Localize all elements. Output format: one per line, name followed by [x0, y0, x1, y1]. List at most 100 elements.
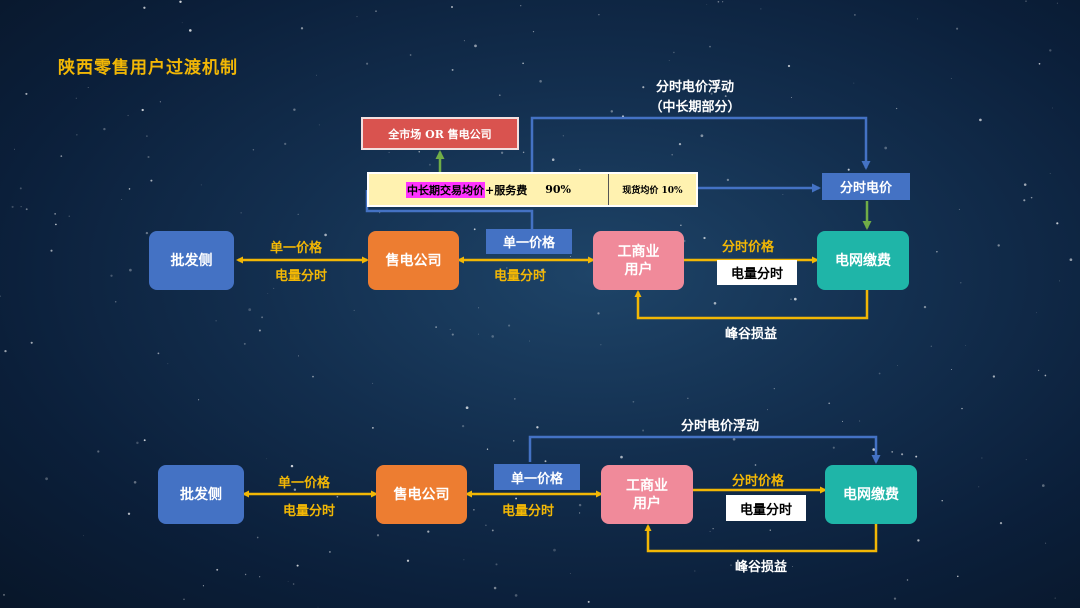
star — [1045, 542, 1047, 544]
star — [375, 10, 377, 12]
star — [1038, 62, 1041, 65]
star — [709, 530, 711, 532]
star — [917, 539, 920, 542]
star — [82, 535, 84, 537]
star — [551, 158, 555, 161]
star — [54, 213, 56, 215]
star — [598, 14, 600, 16]
star — [668, 60, 670, 61]
star — [136, 441, 139, 445]
star — [1069, 258, 1073, 262]
star — [724, 95, 727, 98]
star — [610, 110, 614, 113]
star — [544, 460, 547, 463]
star — [726, 178, 730, 182]
star — [30, 341, 33, 344]
star — [700, 134, 704, 138]
node-grid-bottom: 电网缴费 — [825, 465, 917, 524]
star — [473, 228, 476, 231]
star — [997, 244, 1000, 247]
star — [266, 458, 268, 460]
star — [240, 212, 242, 214]
star — [14, 148, 15, 150]
star — [1023, 183, 1027, 186]
star — [300, 27, 304, 30]
page-title: 陕西零售用户过渡机制 — [58, 58, 238, 78]
node-wholesale-bottom: 批发侧 — [158, 465, 244, 524]
star — [256, 536, 259, 539]
star — [847, 168, 850, 171]
star — [960, 282, 962, 284]
star — [923, 305, 927, 309]
star — [465, 406, 469, 410]
star — [0, 295, 1, 297]
star — [754, 464, 757, 466]
star — [782, 194, 784, 195]
star — [950, 369, 952, 370]
star — [915, 455, 918, 458]
star — [167, 363, 169, 365]
star — [252, 149, 255, 151]
star — [717, 0, 720, 3]
star — [388, 151, 390, 153]
bar-percent-text: 90% — [545, 183, 571, 196]
star — [891, 451, 894, 453]
star — [216, 568, 219, 571]
star — [1025, 0, 1027, 2]
float-connector-top — [530, 116, 871, 183]
star — [150, 179, 153, 182]
star — [792, 566, 793, 567]
tag-split-time-bottom: 电量分时 — [726, 495, 806, 521]
star — [713, 302, 717, 305]
star — [143, 6, 146, 9]
star — [491, 529, 494, 532]
star — [50, 249, 53, 252]
star — [315, 74, 317, 76]
star — [703, 236, 706, 240]
node-user-line2: 用户 — [624, 261, 653, 278]
star — [979, 118, 982, 122]
star — [992, 375, 996, 378]
star — [1030, 196, 1033, 199]
star — [917, 18, 918, 20]
star — [978, 486, 980, 488]
star — [463, 40, 465, 42]
star — [522, 151, 525, 154]
star — [671, 153, 673, 156]
star — [298, 355, 299, 357]
star — [1056, 2, 1058, 4]
star — [461, 424, 465, 428]
star — [884, 146, 888, 150]
star — [694, 570, 696, 572]
star — [127, 114, 129, 117]
star — [878, 372, 881, 375]
star — [1056, 222, 1059, 225]
star — [569, 573, 571, 574]
star — [114, 301, 117, 303]
star — [287, 581, 289, 582]
node-wholesale-top: 批发侧 — [149, 231, 234, 290]
star — [1025, 459, 1027, 461]
star — [141, 108, 144, 112]
star — [853, 82, 855, 84]
star — [97, 450, 100, 453]
star — [110, 274, 113, 277]
star — [25, 92, 28, 95]
star — [463, 559, 465, 561]
star — [68, 215, 70, 217]
tag-single-price-top: 单一价格 — [486, 229, 572, 254]
star — [290, 464, 294, 468]
star — [936, 251, 938, 253]
star — [147, 155, 150, 159]
star — [183, 598, 185, 601]
star — [515, 497, 518, 500]
star — [514, 594, 518, 597]
bar-left-section: 中长期交易均价 +服务费 90% — [369, 174, 609, 205]
star — [215, 320, 217, 322]
star — [859, 420, 861, 422]
star — [267, 293, 269, 294]
star — [495, 563, 498, 566]
star — [790, 96, 792, 98]
star — [145, 231, 149, 235]
star — [957, 575, 959, 578]
